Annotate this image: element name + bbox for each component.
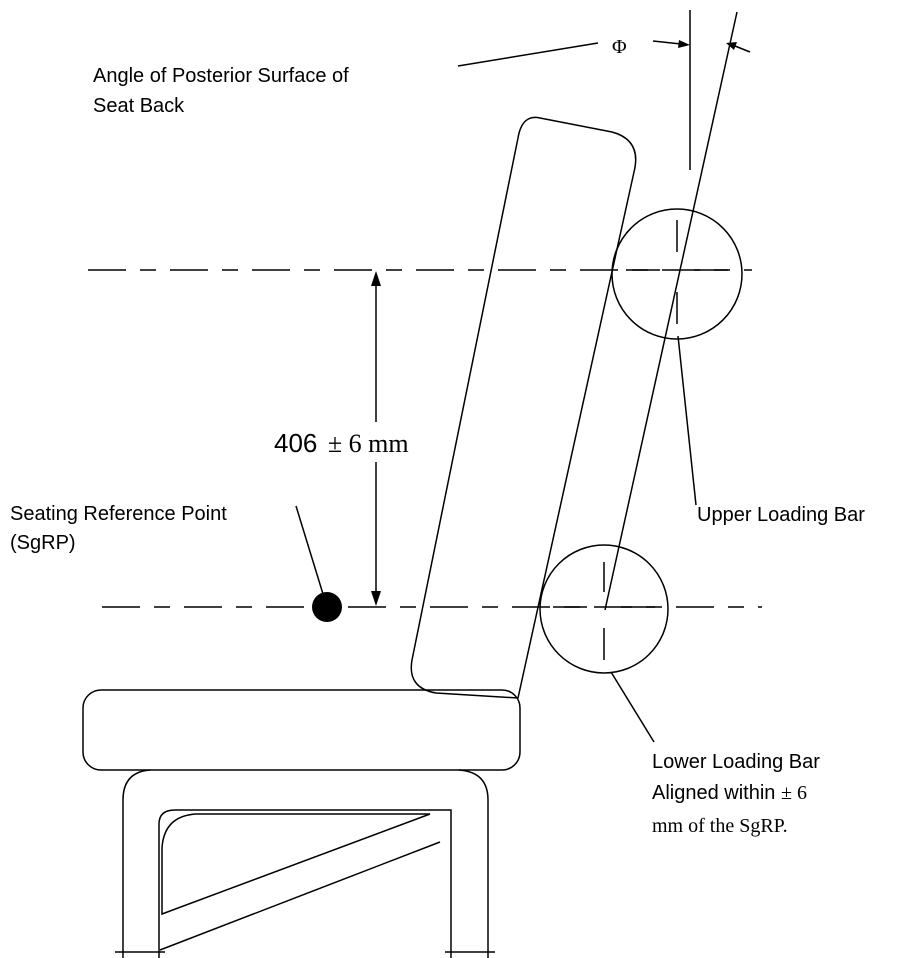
seat-cushion <box>82 689 521 771</box>
sgrp-point <box>312 592 342 622</box>
angle-label-line-1: Angle of Posterior Surface of <box>93 65 349 87</box>
phi-arrow-right-head <box>726 42 737 50</box>
dimension-label-bg <box>270 422 442 462</box>
lower-bar-label-line-3: mm of the SgRP. <box>652 815 788 837</box>
lower-bar-label-line-2: Aligned within ± 6 <box>652 782 807 804</box>
lower-loading-bar-crosshair <box>553 562 655 660</box>
dimension-label: 406 ± 6 mm <box>274 428 409 458</box>
phi-arrow-left-head <box>678 40 690 48</box>
upper-bar-leader-line <box>677 335 697 506</box>
lower-bar-label-line-1: Lower Loading Bar <box>652 751 820 773</box>
sgrp-label-line-1: Seating Reference Point <box>10 503 227 525</box>
angle-label-line-2: Seat Back <box>93 95 185 117</box>
upper-loading-bar <box>611 208 743 340</box>
sgrp-label-line-2: (SgRP) <box>10 532 76 554</box>
seat-back-surface-line <box>604 11 738 611</box>
phi-symbol: Φ <box>612 36 627 58</box>
sgrp-leader-line <box>295 505 324 595</box>
dimension-arrow-bottom <box>371 591 381 606</box>
phi-arrow-left-shaft <box>652 40 682 45</box>
upper-loading-bar-crosshair <box>626 220 728 324</box>
dimension-arrow-top <box>371 271 381 286</box>
seat-frame <box>115 769 495 958</box>
lower-loading-bar <box>539 544 669 674</box>
seat-back-cushion <box>410 116 637 699</box>
lower-bar-leader-line <box>610 671 655 743</box>
phi-leader-line <box>457 42 599 67</box>
upper-bar-label: Upper Loading Bar <box>697 504 865 526</box>
phi-arrow-right-shaft <box>734 45 751 53</box>
